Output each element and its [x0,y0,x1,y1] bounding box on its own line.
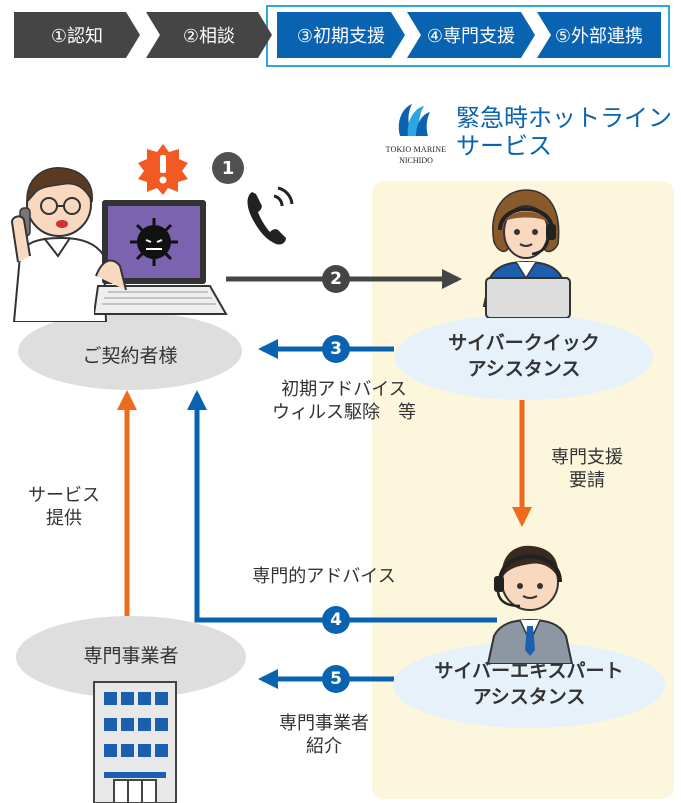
operator-quick-icon [482,189,571,318]
vendor-introduction-label: 専門事業者 紹介 [254,712,394,759]
step-initial-support-label: ③初期支援 [296,26,386,47]
vendor-introduction-label-line1: 専門事業者 [279,713,369,734]
marker-expert-advice: 4 [322,606,350,634]
vendor-node-label: 専門事業者 [83,644,179,667]
service-provision-label-line2: 提供 [46,508,82,530]
step-external-cooperation: ⑤外部連携 [537,12,661,58]
office-building-icon [93,681,177,803]
quick-assistance-label-line1: サイバークイック [448,332,600,355]
customer-node: ご契約者様 [18,312,242,390]
expert-assistance-label-line1: サイバーエキスパート [434,660,624,683]
step-consultation: ②相談 [146,12,272,58]
vendor-introduction-label-line2: 紹介 [306,736,342,758]
marker-vendor-introduction: 5 [322,665,350,693]
service-provision-label: サービス 提供 [16,484,112,531]
step-awareness-label: ①認知 [50,26,104,47]
expert-advice-label: 専門的アドバイス [252,566,396,587]
expert-request-label-line1: 専門支援 [551,447,623,468]
step-external-cooperation-label: ⑤外部連携 [554,26,644,47]
expert-request-label-line2: 要請 [569,470,605,492]
phone-call-icon [247,186,294,245]
initial-support-label-line1: 初期アドバイス [281,379,407,400]
operator-expert-icon [486,545,574,664]
marker-awareness: 1 [212,152,244,184]
quick-assistance-label-line2: アシスタンス [467,358,581,380]
step-initial-support: ③初期支援 [277,12,405,58]
marker-consult: 2 [322,265,350,293]
initial-support-label: 初期アドバイス ウィルス駆除 等 [234,378,454,425]
laptop-virus-icon [94,200,228,315]
expert-assistance-label-line2: アシスタンス [472,686,586,708]
step-awareness: ①認知 [14,12,140,58]
marker-initial-support: 3 [322,335,350,363]
arrow-expert-advice [187,390,497,623]
expert-assistance-node: サイバーエキスパート アシスタンス [393,642,665,728]
logo-text-line1: TOKIO MARINE [385,145,447,154]
step-expert-support-label: ④専門支援 [426,26,516,47]
initial-support-label-line2: ウィルス駆除 等 [272,402,416,424]
step-expert-support: ④専門支援 [407,12,535,58]
expert-request-label: 専門支援 要請 [532,446,642,493]
service-provision-label-line1: サービス [28,485,100,506]
customer-node-label: ご契約者様 [82,344,178,367]
service-title-line2: サービス [456,132,552,160]
step-consultation-label: ②相談 [182,26,236,47]
warning-icon [138,144,188,195]
service-title: 緊急時ホットライン サービス [456,104,672,160]
logo-text-line2: NICHIDO [399,156,433,165]
service-title-line1: 緊急時ホットライン [456,104,672,132]
quick-assistance-node: サイバークイック アシスタンス [395,314,653,400]
tokio-marine-logo-icon [398,104,430,136]
customer-person-icon [10,167,108,322]
